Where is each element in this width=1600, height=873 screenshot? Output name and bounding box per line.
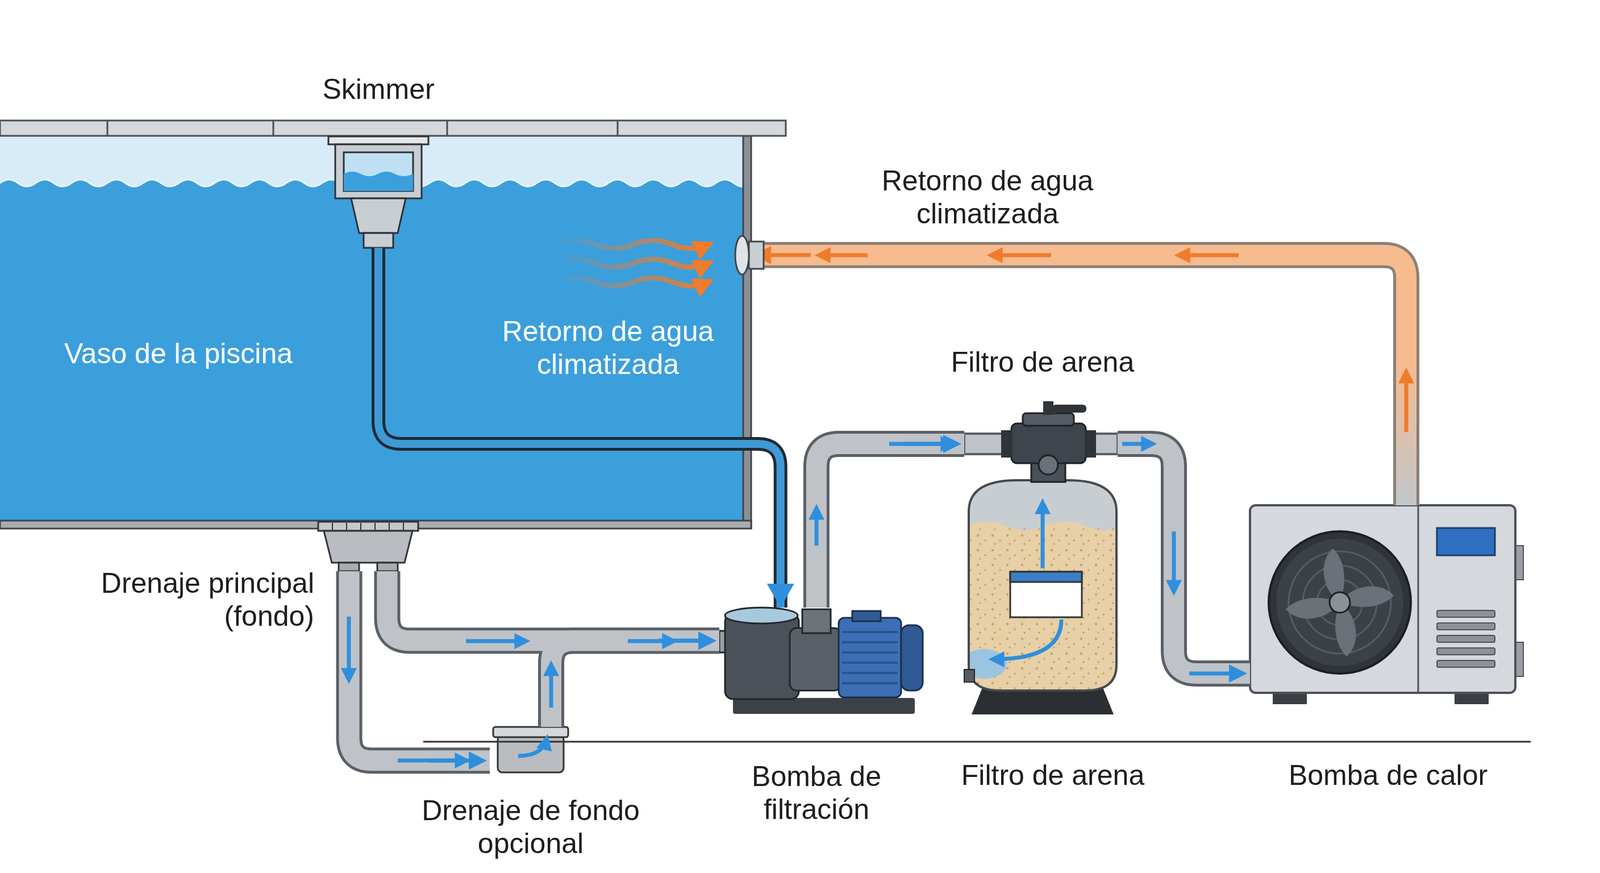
skimmer-illustration <box>328 136 429 248</box>
heat-pump: Bomba de calor <box>1250 505 1516 704</box>
part-label: Drenaje principal (fondo) <box>58 567 315 633</box>
pipe-outline <box>1117 443 1250 674</box>
optional-drain-illustration <box>493 726 569 773</box>
arrow-head <box>1228 664 1248 683</box>
pipe-label: Retorno de agua climatizada <box>862 164 1113 231</box>
arrow-head <box>767 583 795 608</box>
pipe-connector <box>378 247 781 608</box>
part-label: Bomba de filtración <box>731 760 902 826</box>
arrow-head <box>698 631 717 650</box>
pipe-connector <box>1117 443 1250 674</box>
pipe-fills <box>349 247 1407 761</box>
part-label: Bomba de calor <box>1246 759 1531 793</box>
heat-pump-illustration <box>1250 505 1524 704</box>
pipe-outline <box>378 247 781 608</box>
flow-note: Retorno de agua climatizada <box>482 315 733 381</box>
filter-pump: Bomba de filtración <box>719 607 924 715</box>
pipe-connector <box>551 640 720 727</box>
arrow-head <box>698 631 717 650</box>
heat-waves <box>556 240 709 286</box>
pipe-outline <box>816 443 965 608</box>
filter-illustration <box>961 401 1125 715</box>
drain-illustration <box>318 521 419 572</box>
skimmer: Skimmer <box>328 136 429 248</box>
pipe-heads <box>428 246 1248 770</box>
flow-arrow-shaft <box>1189 671 1231 676</box>
hot-flow-arrow <box>819 255 1407 432</box>
pipe-connector <box>816 443 965 608</box>
part-label: Drenaje de fondo opcional <box>405 794 656 860</box>
sand-filter: Filtro de arenaFiltro de arena <box>964 413 1118 715</box>
part-label: Skimmer <box>287 73 470 107</box>
return-fitting <box>735 235 764 275</box>
pump-illustration <box>719 607 923 714</box>
pipe-connector <box>349 571 490 761</box>
pipe-connector <box>750 255 1407 506</box>
optional-drain: Drenaje de fondo opcional <box>489 726 572 776</box>
part-label: Filtro de arena <box>910 759 1195 793</box>
arrow-head <box>468 751 487 770</box>
pipe-outline <box>551 640 720 727</box>
pool-illustration <box>0 120 786 529</box>
ground-line <box>423 740 1531 743</box>
main-drain: Drenaje principal (fondo) <box>318 520 419 572</box>
flow-arrow-shaft <box>769 252 811 257</box>
pipe-outline <box>750 255 1407 506</box>
pipe-outline <box>349 571 490 761</box>
basin-label: Vaso de la piscina <box>0 337 378 371</box>
pipe-connector <box>386 571 720 641</box>
pipe-outlines <box>349 247 1407 761</box>
part-label: Filtro de arena <box>900 346 1185 379</box>
flow-arrow <box>348 443 1174 761</box>
